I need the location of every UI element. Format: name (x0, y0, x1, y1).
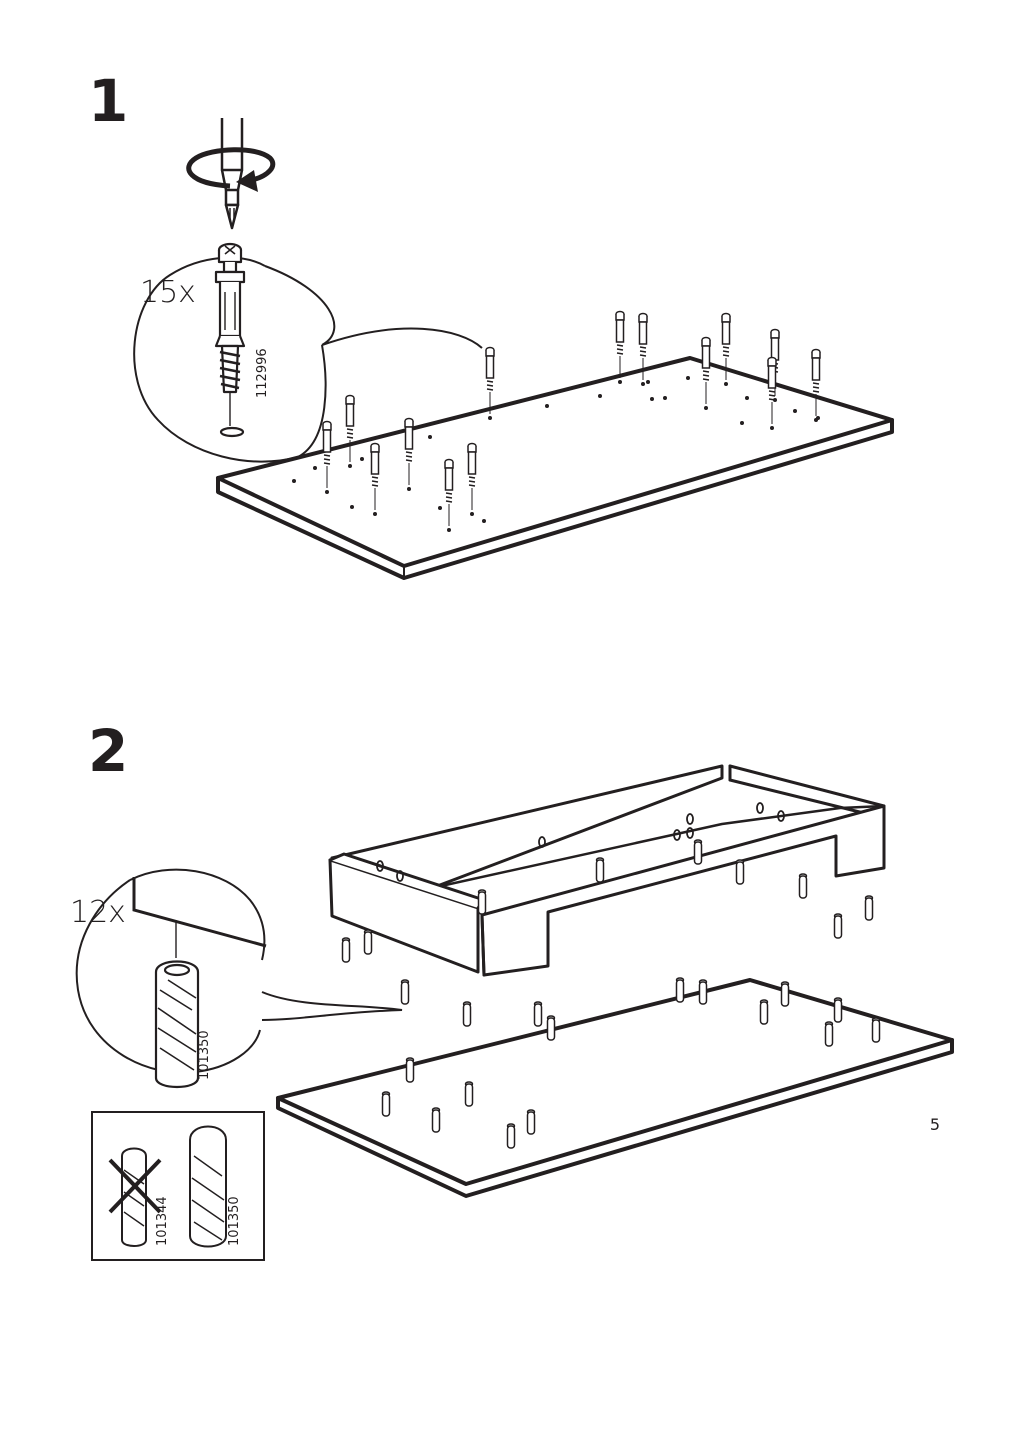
bottom-panel (276, 978, 954, 1198)
dowel (798, 873, 808, 899)
cam-bolt (615, 310, 625, 384)
dowel (363, 929, 373, 955)
dowel (431, 1107, 441, 1133)
dowel (833, 913, 843, 939)
dowel (400, 979, 410, 1005)
cam-bolt (721, 312, 731, 386)
wooden-dowel-icon (154, 960, 200, 1088)
dowel (546, 1015, 556, 1041)
frame-left (328, 852, 486, 974)
cam-bolt (370, 442, 380, 516)
cam-bolt (638, 312, 648, 386)
dowel (341, 937, 351, 963)
dowel (833, 997, 843, 1023)
step-1-illustration (133, 118, 894, 580)
rotate-arrow-icon (186, 147, 276, 192)
page-number: 5 (929, 1115, 940, 1134)
dowel (506, 1123, 516, 1149)
correct-part-number: 101350 (227, 1196, 242, 1246)
cam-bolt (345, 394, 355, 468)
cam-bolts (322, 310, 821, 532)
step-1-part-number: 112996 (255, 348, 270, 398)
dowel (405, 1057, 415, 1083)
dowel (824, 1021, 834, 1047)
step-2-quantity: 12x (70, 895, 126, 930)
cam-bolt (701, 336, 711, 410)
dowel (693, 839, 703, 865)
dowels (341, 839, 881, 1149)
zoom-callout-1 (133, 256, 483, 463)
frame-right (728, 764, 886, 820)
cam-bolt (322, 420, 332, 494)
cam-bolt (811, 348, 821, 422)
cam-bolt (767, 356, 777, 430)
step-1-number: 1 (88, 67, 129, 135)
step-2-number: 2 (88, 717, 129, 785)
wrong-part-number: 101344 (155, 1196, 170, 1246)
cam-bolt-icon (214, 242, 246, 438)
frame-back (330, 764, 724, 890)
dowel (780, 981, 790, 1007)
dowel (675, 977, 685, 1003)
frame-holes (376, 802, 785, 882)
dowel (759, 999, 769, 1025)
frame-front (480, 804, 886, 977)
cam-bolt (485, 346, 495, 420)
frame-inner-rail (430, 804, 886, 890)
dowel (595, 857, 605, 883)
dowel (477, 889, 487, 915)
panel-board (216, 356, 894, 580)
dowel (871, 1017, 881, 1043)
step-2-part-number: 101350 (197, 1030, 212, 1080)
dowel (864, 895, 874, 921)
step-1-quantity: 15x (140, 275, 196, 310)
correct-dowel (189, 1125, 227, 1248)
dowel (533, 1001, 543, 1027)
cam-bolt (404, 417, 414, 491)
screwdriver-icon (220, 118, 244, 230)
dowel (698, 979, 708, 1005)
dowel (462, 1001, 472, 1027)
cam-bolt (444, 458, 454, 532)
dowel (381, 1091, 391, 1117)
panel-holes (292, 376, 820, 523)
wrong-dowel (121, 1147, 147, 1247)
dowel (464, 1081, 474, 1107)
cam-bolt (467, 442, 477, 516)
cross-out-icon (108, 1158, 162, 1214)
dowel (735, 859, 745, 885)
dowel (526, 1109, 536, 1135)
